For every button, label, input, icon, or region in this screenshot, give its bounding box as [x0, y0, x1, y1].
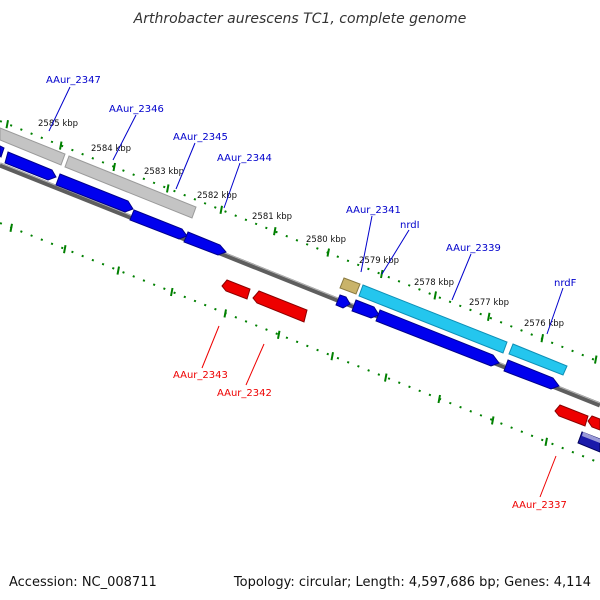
major-tick-lower-4 [223, 309, 227, 318]
major-tick-lower-10 [544, 437, 548, 446]
gene-arrow-aaur-2339[interactable] [375, 309, 500, 367]
gray-feature-1 [0, 127, 66, 166]
gene-label-aaur-2347[interactable]: AAur_2347 [46, 75, 101, 86]
gene-arrow-aaur-2341[interactable] [335, 294, 351, 309]
gene-arrow-nrdf[interactable] [503, 359, 560, 390]
olive-feature [339, 277, 361, 295]
gene-label-nrdi[interactable]: nrdI [400, 220, 420, 231]
major-tick-upper-2 [112, 162, 116, 172]
major-tick-lower-1 [63, 245, 67, 254]
gene-label-aaur-2342[interactable]: AAur_2342 [217, 388, 272, 399]
tick-label-2581: 2581 kbp [252, 212, 292, 222]
gene-label-aaur-2344[interactable]: AAur_2344 [217, 153, 272, 164]
forward-gene-track [0, 145, 600, 453]
major-tick-upper-3 [166, 184, 170, 193]
gene-arrow-aaur-2344[interactable] [183, 231, 227, 256]
topology-text: Topology: circular; Length: 4,597,686 bp… [233, 575, 591, 590]
label-leaders [48, 86, 564, 498]
major-tick-lower-7 [384, 373, 388, 382]
map-title: Arthrobacter aurescens TC1, complete gen… [133, 11, 467, 27]
gene-arrow-aaur-2337b[interactable] [587, 415, 600, 431]
major-tick-lower-9 [491, 416, 495, 425]
major-tick-upper-10 [540, 334, 544, 343]
major-tick-upper-9 [487, 312, 491, 321]
forward-gene-labels: AAur_2347 AAur_2346 AAur_2345 AAur_2344 … [46, 75, 577, 289]
major-tick-lower-3 [170, 287, 174, 297]
tick-label-2576: 2576 kbp [524, 319, 564, 329]
gene-label-aaur-2337[interactable]: AAur_2337 [512, 500, 567, 511]
gene-label-aaur-2341[interactable]: AAur_2341 [346, 205, 401, 216]
gene-label-nrdf[interactable]: nrdF [554, 278, 577, 289]
tick-label-2582: 2582 kbp [197, 191, 237, 201]
gene-label-aaur-2343[interactable]: AAur_2343 [173, 370, 228, 381]
gene-arrow-aaur-2345[interactable] [55, 173, 134, 213]
tick-label-2580: 2580 kbp [306, 235, 346, 245]
gene-arrow-nrdi[interactable] [351, 299, 380, 319]
major-tick-upper-1 [59, 141, 63, 150]
major-tick-lower-0 [9, 223, 13, 232]
cyan-feature-2 [508, 343, 568, 376]
reverse-gene-track [221, 279, 600, 431]
gene-arrow-aaur-2347[interactable] [0, 145, 5, 158]
tick-label-2585: 2585 kbp [38, 119, 78, 129]
tick-label-2584: 2584 kbp [91, 144, 131, 154]
gray-feature-2 [64, 155, 197, 219]
highlight-track [0, 127, 568, 376]
tick-label-2578: 2578 kbp [414, 278, 454, 288]
major-tick-upper-0 [5, 120, 9, 129]
reverse-gene-labels: AAur_2343 AAur_2342 AAur_2337 [173, 370, 567, 511]
major-tick-upper-5 [273, 227, 277, 236]
gene-arrow-aaur-2343[interactable] [221, 279, 251, 300]
gene-label-aaur-2346[interactable]: AAur_2346 [109, 104, 164, 115]
gene-label-aaur-2345[interactable]: AAur_2345 [173, 132, 228, 143]
major-tick-lower-2 [116, 266, 120, 275]
major-tick-upper-4 [219, 205, 223, 214]
accession-text: Accession: NC_008711 [9, 575, 157, 590]
major-tick-upper-6 [326, 248, 330, 257]
gene-arrow-edge-light [582, 432, 600, 443]
major-ticks [5, 120, 598, 446]
major-tick-upper-11 [594, 355, 598, 364]
major-tick-lower-5 [277, 330, 281, 339]
tick-label-2577: 2577 kbp [469, 298, 509, 308]
major-tick-upper-7 [380, 269, 384, 279]
lower-tick-track [0, 222, 600, 464]
tick-label-2583: 2583 kbp [144, 167, 184, 177]
gene-arrow-aaur-2346[interactable] [4, 151, 57, 181]
tick-label-2579: 2579 kbp [359, 256, 399, 266]
upper-tick-track [0, 120, 600, 363]
cyan-feature-1 [358, 284, 508, 354]
gene-arrow-aaur-2342[interactable] [252, 290, 308, 323]
gene-label-aaur-2339[interactable]: AAur_2339 [446, 243, 501, 254]
major-tick-lower-8 [437, 394, 441, 404]
tick-labels: 2585 kbp 2584 kbp 2583 kbp 2582 kbp 2581… [38, 119, 564, 329]
major-tick-lower-6 [330, 352, 334, 361]
gene-arrow-aaur-2344a[interactable] [129, 209, 188, 240]
genome-backbone [0, 162, 600, 408]
gene-arrow-aaur-2337[interactable] [554, 404, 589, 427]
major-tick-upper-8 [433, 291, 437, 300]
